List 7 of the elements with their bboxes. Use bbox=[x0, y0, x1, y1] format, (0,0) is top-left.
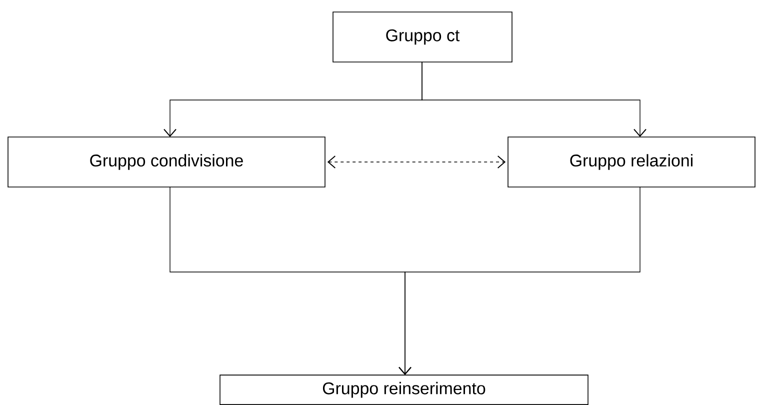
arrow bbox=[422, 62, 646, 137]
group-box: Gruppo ct bbox=[332, 12, 512, 62]
group-box: Gruppo reinserimento bbox=[220, 374, 588, 405]
group-box: Gruppo condivisione bbox=[8, 136, 326, 188]
arrow bbox=[398, 186, 640, 375]
group-box: Gruppo relazioni bbox=[508, 136, 756, 188]
arrow bbox=[327, 156, 506, 168]
